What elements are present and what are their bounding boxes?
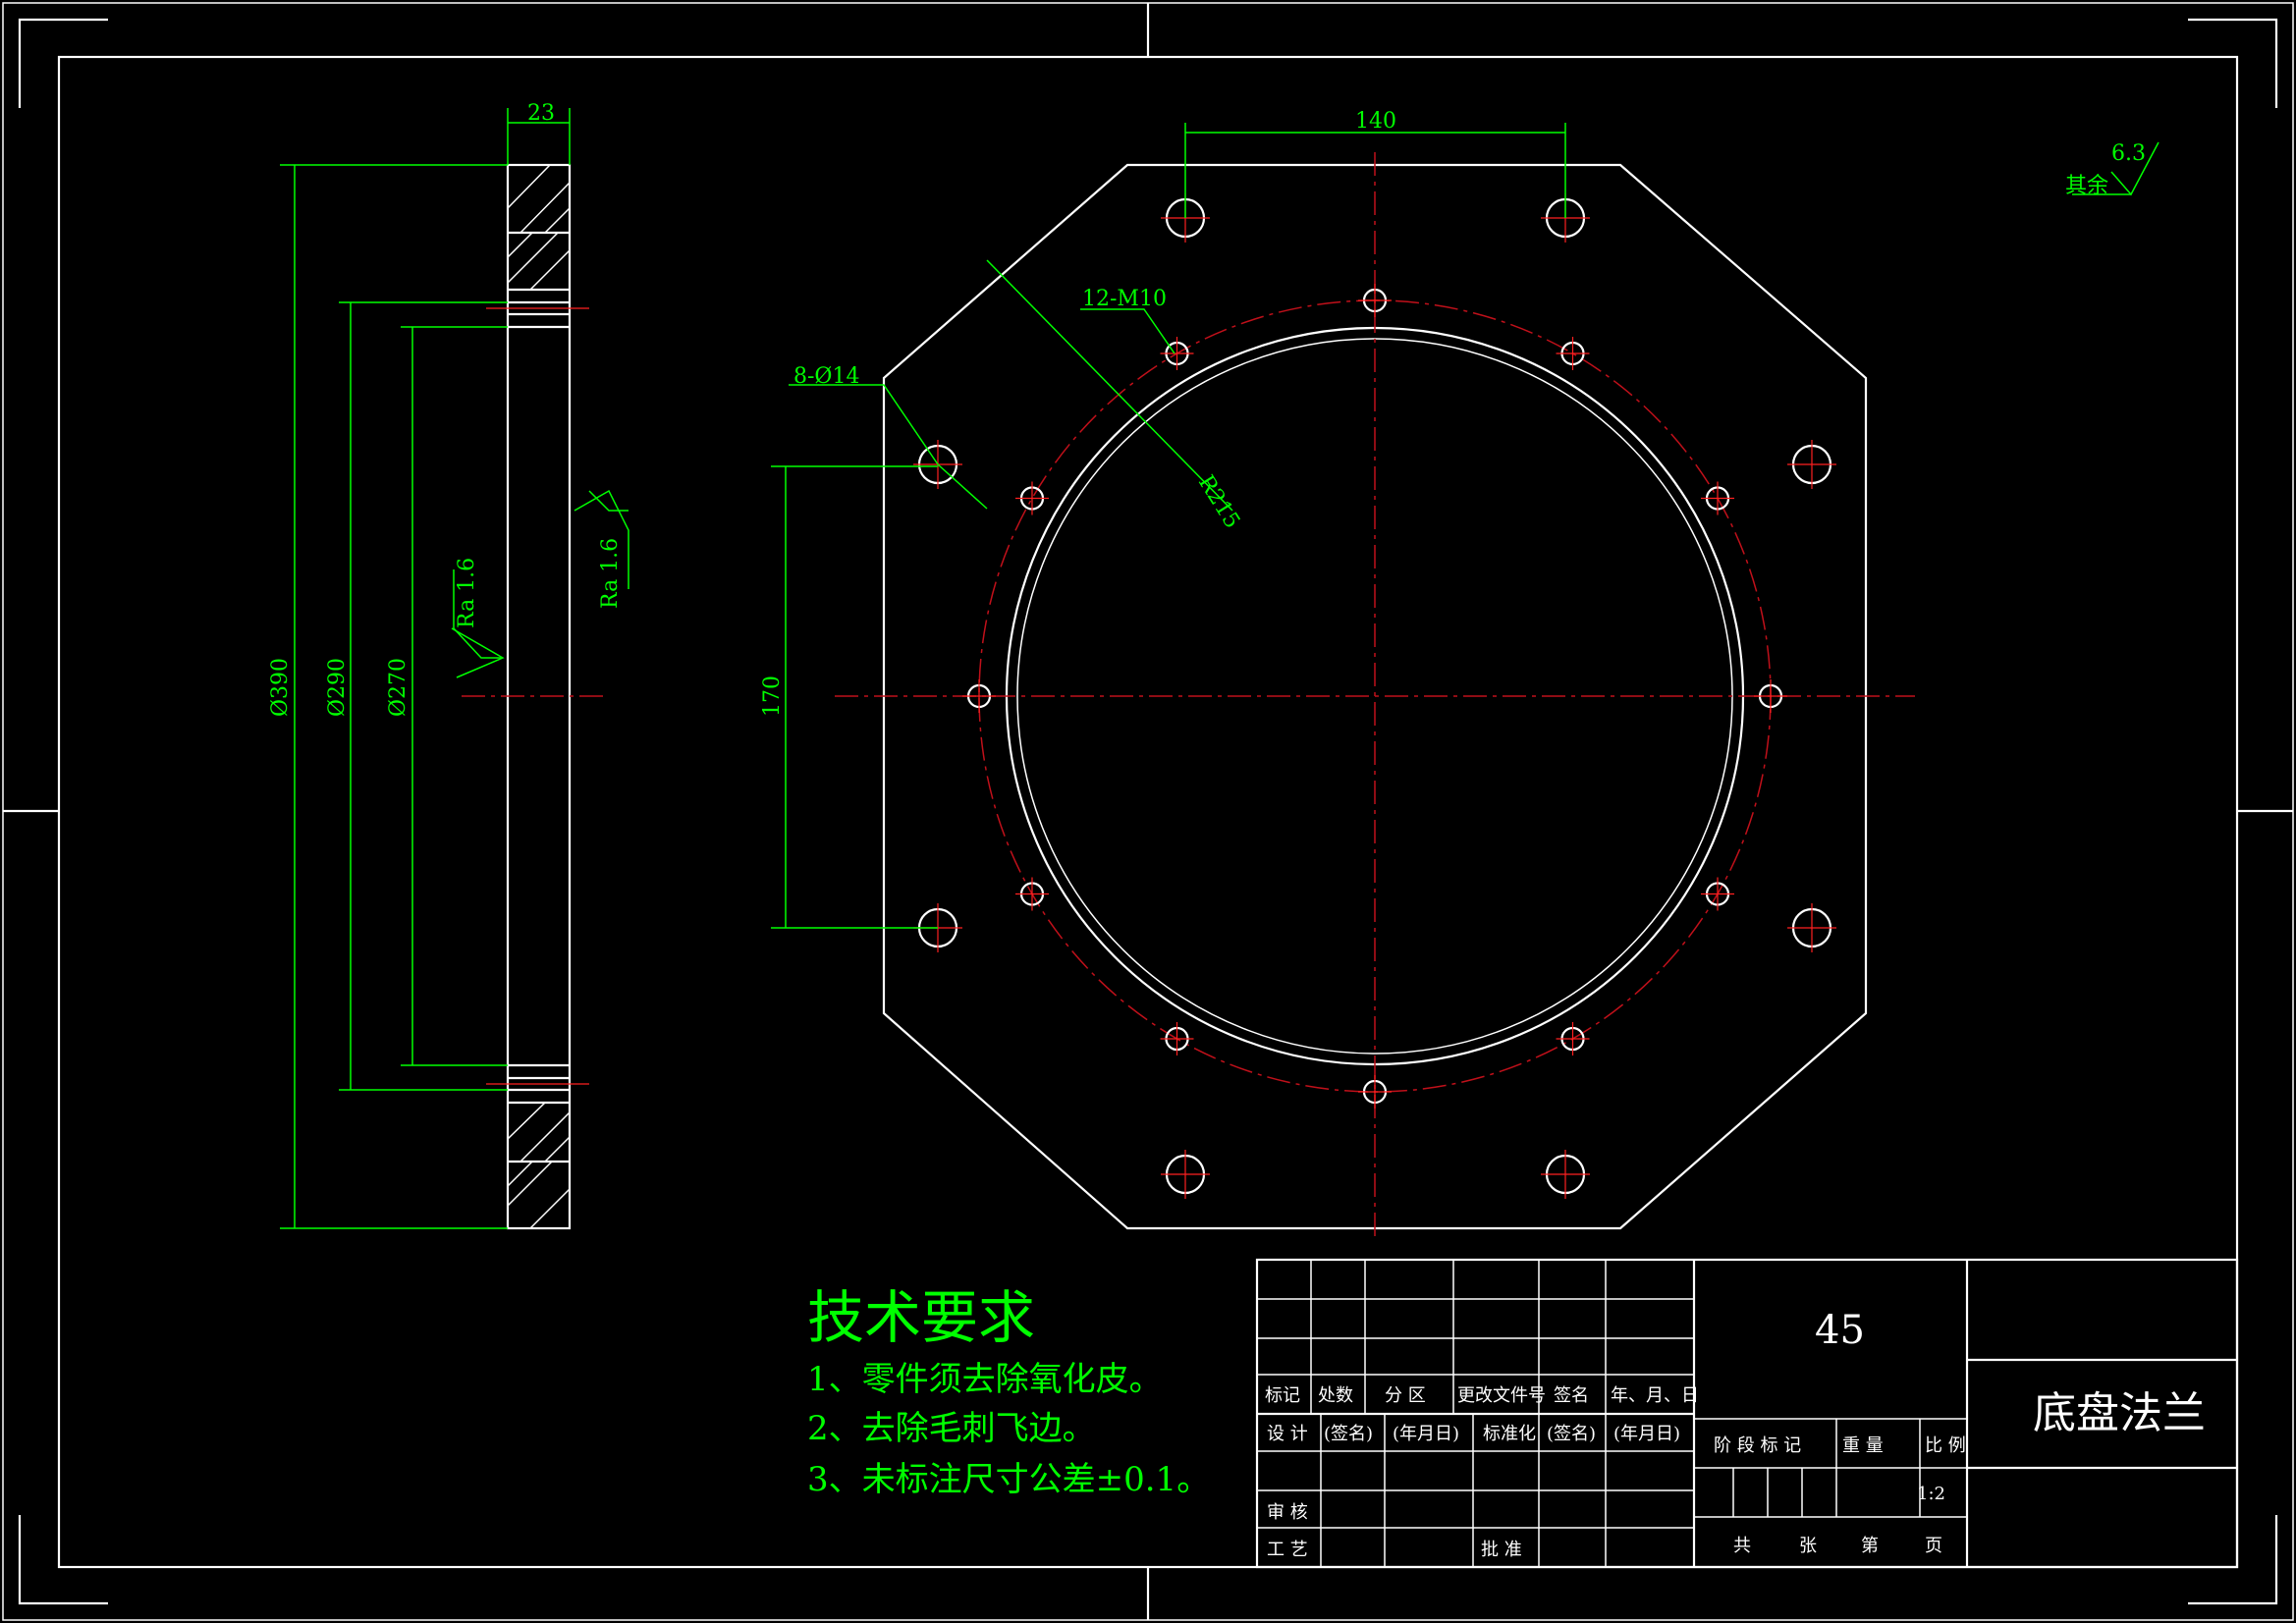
part-name: 底盘法兰 <box>2033 1388 2206 1438</box>
label-r215: R215 <box>1193 471 1244 533</box>
ra-left: Ra 1.6 <box>455 558 479 628</box>
header-mark: 标记 <box>1265 1385 1300 1406</box>
approve-label: 批 准 <box>1481 1540 1522 1560</box>
roughness-label: 其余 <box>2065 174 2108 198</box>
header-zone: 分 区 <box>1385 1385 1426 1406</box>
dim-d270: Ø270 <box>386 658 410 717</box>
header-sign: 签名 <box>1554 1385 1589 1406</box>
label-8-d14: 8-Ø14 <box>793 364 859 389</box>
dim-140: 140 <box>1355 109 1396 134</box>
header-change-doc: 更改文件号 <box>1457 1385 1546 1406</box>
title-block <box>1255 1258 2239 1569</box>
section-dimensions <box>280 108 629 1229</box>
tech-req-item-2: 2、去除毛刺飞边。 <box>807 1409 1096 1448</box>
tech-req-title: 技术要求 <box>807 1284 1035 1351</box>
date-1: (年月日) <box>1393 1424 1459 1444</box>
bolt-holes <box>913 193 1836 1199</box>
material: 45 <box>1815 1308 1865 1353</box>
scale-label: 比 例 <box>1925 1435 1966 1456</box>
section-view <box>462 163 609 1230</box>
dim-23: 23 <box>527 101 555 126</box>
scale-value: 1:2 <box>1917 1484 1945 1504</box>
roughness-value: 6.3 <box>2111 141 2146 166</box>
date-2: (年月日) <box>1613 1424 1680 1444</box>
front-dimensions <box>771 123 1566 929</box>
sig-2: (签名) <box>1547 1424 1596 1444</box>
stage-mark: 阶 段 标 记 <box>1714 1435 1801 1456</box>
process-label: 工 艺 <box>1267 1540 1308 1560</box>
review-label: 审 核 <box>1267 1502 1308 1523</box>
label-12-m10: 12-M10 <box>1082 287 1167 311</box>
sig-1: (签名) <box>1324 1424 1373 1444</box>
tech-req-item-3: 3、未标注尺寸公差±0.1。 <box>807 1460 1210 1499</box>
dim-d290: Ø290 <box>325 658 350 717</box>
dim-170: 170 <box>760 676 785 717</box>
sheets-label: 张 <box>1799 1536 1817 1556</box>
ra-right: Ra 1.6 <box>598 538 623 609</box>
page-label: 页 <box>1925 1536 1942 1556</box>
total-label: 共 <box>1733 1536 1751 1556</box>
header-count: 处数 <box>1318 1385 1353 1406</box>
header-date: 年、月、日 <box>1611 1385 1699 1406</box>
page-no-label: 第 <box>1861 1536 1879 1556</box>
roughness-note <box>2072 141 2159 196</box>
tech-req-item-1: 1、零件须去除氧化皮。 <box>807 1360 1163 1399</box>
weight-label: 重 量 <box>1842 1435 1884 1456</box>
dim-d390: Ø390 <box>268 658 293 717</box>
standardization-label: 标准化 <box>1483 1424 1536 1444</box>
design-label: 设 计 <box>1267 1424 1308 1444</box>
